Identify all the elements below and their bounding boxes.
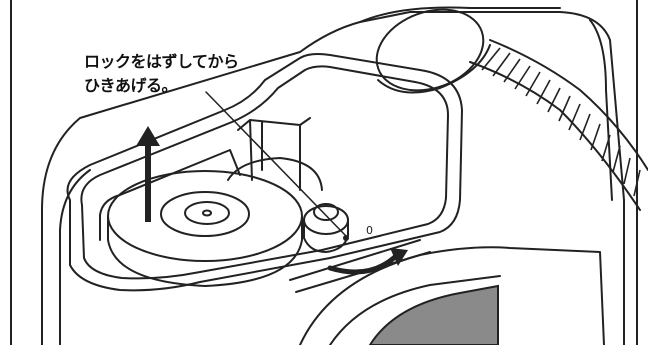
display-frame: [329, 275, 501, 345]
tray-line-1: [289, 239, 421, 281]
callout-line-2: ひきあげる。: [84, 76, 178, 95]
rotate-arrow: [327, 248, 408, 275]
spout-cap-rim: [377, 44, 491, 94]
device-body-outline: [41, 11, 625, 345]
filter-disc-ring-2: [184, 201, 230, 225]
filter-disc-side: [107, 215, 303, 287]
lock-indicator-dot: [343, 235, 349, 241]
bracket: [237, 117, 311, 191]
frame-right-border: [636, 0, 638, 345]
device-body-inner-edge: [59, 169, 91, 345]
cable-segments: [481, 47, 641, 197]
filter-disc-center: [202, 209, 212, 217]
housing-top-curve: [359, 6, 561, 23]
frame-left-border: [10, 0, 12, 345]
display-housing: [299, 246, 605, 345]
callout-leader-line: [205, 91, 347, 237]
filter-disc-ring-1: [160, 191, 250, 237]
up-arrow: [136, 126, 160, 222]
callout-line-1: ロックをはずしてから: [84, 52, 239, 71]
housing-right-edge: [589, 19, 613, 201]
lock-knob-cap: [313, 203, 339, 221]
lock-mark-label: 0: [366, 224, 373, 237]
display-screen: [368, 284, 499, 345]
cable-outline-1: [469, 61, 641, 211]
rear-dome: [227, 157, 323, 191]
lock-knob-side: [303, 219, 349, 253]
tank-rim-outer: [66, 53, 463, 292]
spout-cap: [375, 8, 485, 92]
cable-outline-2: [489, 39, 648, 171]
tank-rim-inner: [80, 65, 449, 280]
